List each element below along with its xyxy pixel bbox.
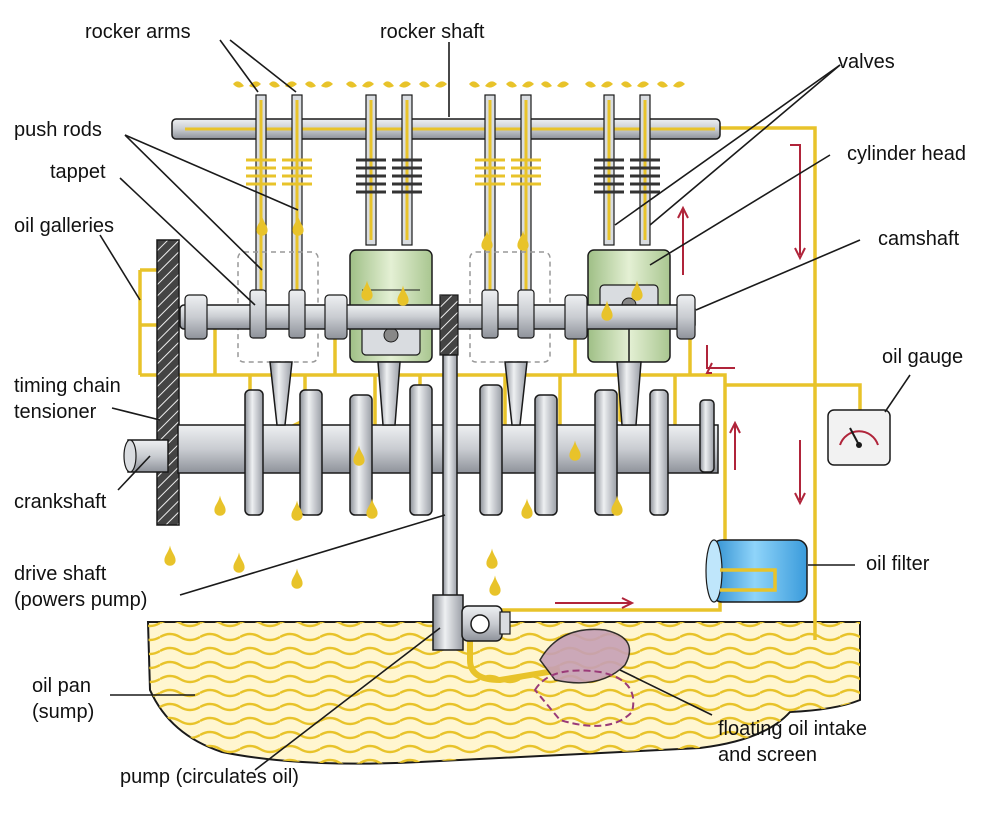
label-oil-pan: oil pan (32, 675, 91, 697)
valve-stem (401, 94, 413, 246)
valvetrain (246, 94, 660, 311)
drive-shaft (442, 354, 458, 601)
valve-stem (603, 94, 615, 246)
label-drive-shaft: drive shaft (14, 563, 107, 585)
leader-lines (99, 39, 911, 771)
label-pump: pump (circulates oil) (120, 766, 299, 788)
rocker-oil-splash (233, 81, 685, 88)
push-rod (520, 94, 532, 311)
label-camshaft: camshaft (878, 228, 960, 250)
label-oil-filter: oil filter (866, 553, 930, 575)
push-rod (484, 94, 496, 311)
camshaft (179, 289, 696, 340)
label-cylinder-head: cylinder head (847, 143, 966, 165)
label-rocker-shaft: rocker shaft (380, 21, 485, 43)
valve-stem (639, 94, 651, 246)
valve-spring (356, 158, 660, 194)
label-sump: (sump) (32, 701, 94, 723)
label-push-rods: push rods (14, 119, 102, 141)
label-timing-chain: timing chain (14, 375, 121, 397)
label-tensioner: tensioner (14, 401, 97, 423)
crankshaft (123, 361, 719, 516)
oil-pan (146, 621, 861, 765)
label-rocker-arms: rocker arms (85, 21, 191, 43)
label-oil-galleries: oil galleries (14, 215, 114, 237)
valve-stem (365, 94, 377, 246)
labels: rocker arms rocker shaft valves push rod… (14, 21, 966, 788)
push-rod (291, 94, 303, 311)
oil-pump (432, 594, 511, 651)
label-crankshaft: crankshaft (14, 491, 107, 513)
oil-filter (705, 539, 808, 603)
label-oil-gauge: oil gauge (882, 346, 963, 368)
flow-arrows (555, 144, 806, 609)
label-floating-oil-intake: floating oil intake (718, 718, 867, 740)
oil-gauge (827, 409, 891, 466)
valve-spring-light (246, 158, 541, 186)
rocker-shaft (171, 118, 721, 140)
label-tappet: tappet (50, 161, 106, 183)
label-and-screen: and screen (718, 744, 817, 766)
push-rod (255, 94, 267, 311)
label-valves: valves (838, 51, 895, 73)
floating-oil-intake (533, 628, 635, 727)
label-powers-pump: (powers pump) (14, 589, 147, 611)
